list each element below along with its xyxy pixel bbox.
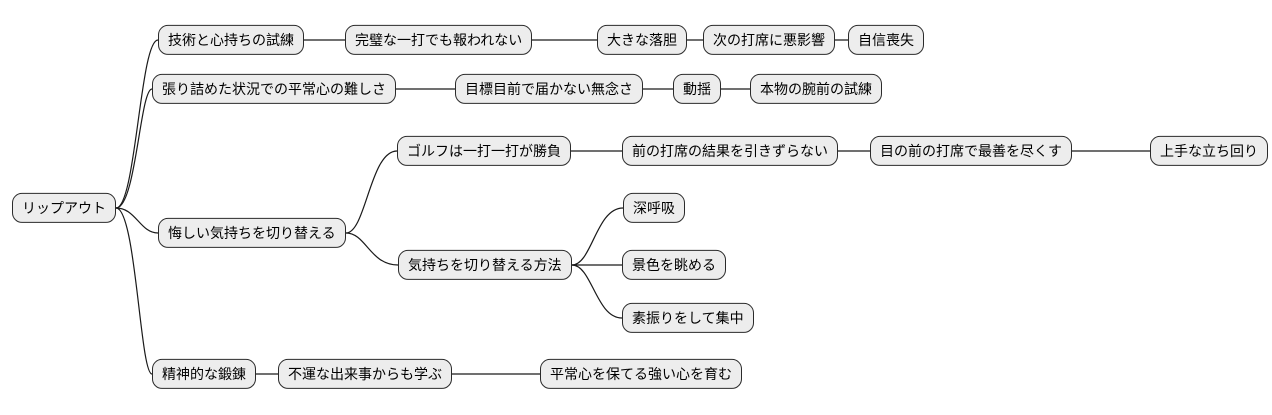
mindmap-edge xyxy=(345,232,399,266)
mindmap-node-learn-from-misfortune: 不運な出来事からも学ぶ xyxy=(278,358,452,390)
mindmap-node-agitation: 動揺 xyxy=(673,73,721,105)
mindmap-node-switching-methods: 気持ちを切り替える方法 xyxy=(398,249,572,281)
mindmap-node-regret-near-goal: 目標目前で届かない無念さ xyxy=(455,73,643,105)
mindmap-node-practice-swing-focus: 素振りをして集中 xyxy=(622,302,754,334)
mindmap-node-dont-drag-results: 前の打席の結果を引きずらない xyxy=(622,135,838,167)
mindmap-node-golf-each-shot: ゴルフは一打一打が勝負 xyxy=(397,135,571,167)
mindmap-node-real-skill-test: 本物の腕前の試練 xyxy=(750,73,882,105)
mindmap-edge xyxy=(571,207,624,266)
mindmap-edge xyxy=(571,264,623,319)
mindmap-node-mental-training: 精神的な鍛錬 xyxy=(152,358,256,390)
mindmap-node-skill-mind-trial: 技術と心持ちの試練 xyxy=(158,24,304,56)
mindmap-node-perfect-shot-unrewarded: 完璧な一打でも報われない xyxy=(345,24,533,56)
mindmap-node-deep-breath: 深呼吸 xyxy=(623,192,685,224)
mindmap-edge xyxy=(115,207,159,234)
mindmap-node-bad-effect-next: 次の打席に悪影響 xyxy=(703,24,835,56)
mindmap-edge xyxy=(345,150,398,234)
mindmap-edge xyxy=(115,88,153,209)
mindmap-edge xyxy=(115,39,159,209)
mindmap-edge xyxy=(115,207,153,375)
mindmap-node-do-best-now: 目の前の打席で最善を尽くす xyxy=(870,135,1072,167)
mindmap-node-switch-feelings: 悔しい気持ちを切り替える xyxy=(158,217,346,249)
mindmap-node-root: リップアウト xyxy=(12,192,116,224)
mindmap-node-smart-handling: 上手な立ち回り xyxy=(1150,135,1268,167)
mindmap-node-calm-difficulty: 張り詰めた状況での平常心の難しさ xyxy=(152,73,396,105)
mindmap-node-confidence-loss: 自信喪失 xyxy=(848,24,924,56)
mindmap-node-watch-scenery: 景色を眺める xyxy=(622,249,726,281)
mindmap-node-grow-strong-mind: 平常心を保てる強い心を育む xyxy=(540,358,742,390)
mindmap-node-big-disappointment: 大きな落胆 xyxy=(597,24,687,56)
